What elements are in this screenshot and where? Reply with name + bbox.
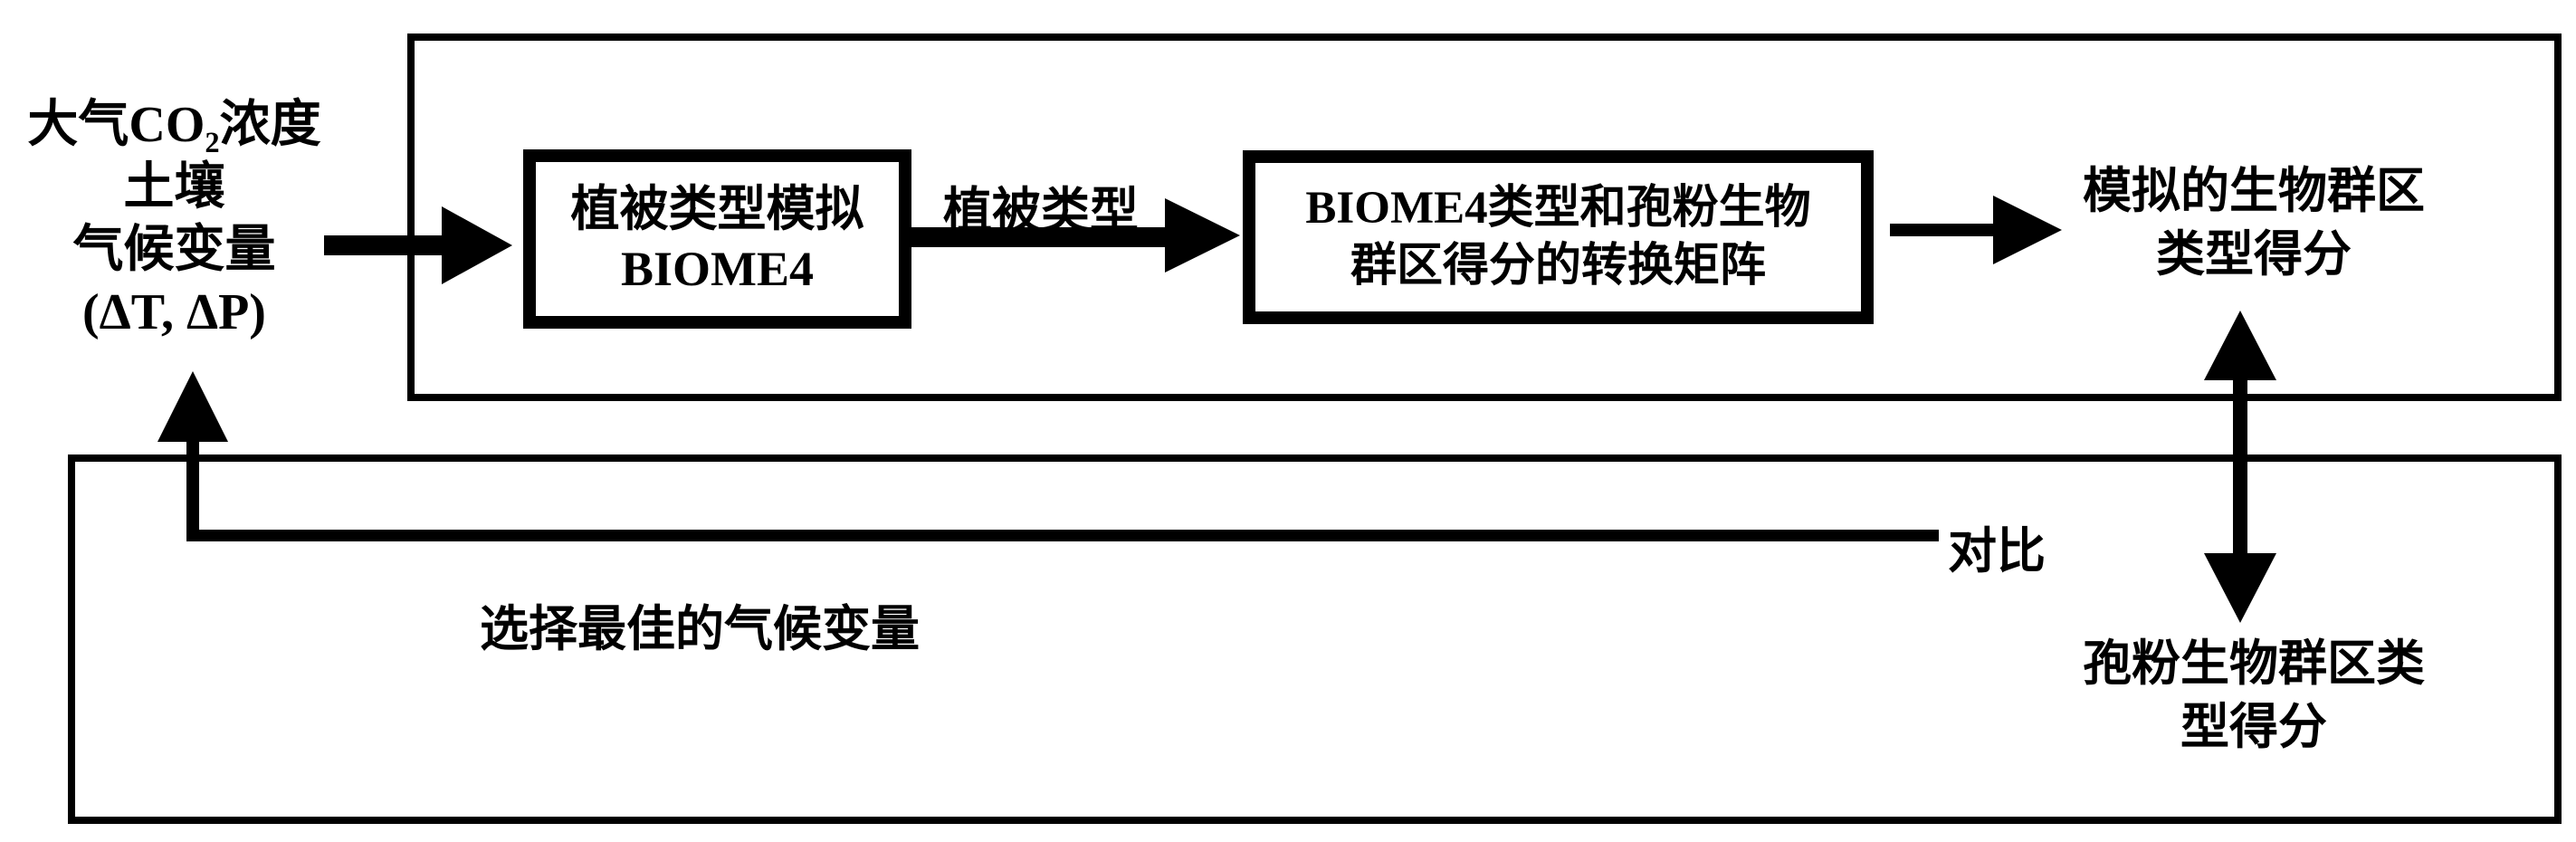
compare-arrow-up-head: [2204, 311, 2276, 380]
simulated-score-line1: 模拟的生物群区: [2083, 164, 2425, 218]
matrix-box-line1: BIOME4类型和孢粉生物: [1305, 183, 1811, 234]
arrow-matrix-to-score-head: [1993, 196, 2062, 264]
feedback-arrow-up-head: [157, 371, 228, 442]
arrow-biome4-to-matrix-head: [1165, 198, 1240, 273]
biome4-box-line2: BIOME4: [620, 242, 815, 296]
biome4-box-line1: 植被类型模拟: [570, 182, 864, 236]
arrow-biome4-to-matrix-shaft: [910, 227, 1167, 247]
compare-arrow-shaft: [2233, 375, 2247, 558]
conversion-matrix-box: BIOME4类型和孢粉生物 群区得分的转换矩阵: [1243, 150, 1874, 324]
pollen-score-line1: 孢粉生物群区类: [2083, 636, 2425, 691]
input-line-delta: (ΔT, ΔP): [82, 284, 266, 340]
climate-input-text: 大气CO2浓度 土壤 气候变量 (ΔT, ΔP): [9, 94, 339, 344]
arrow-input-to-biome4-shaft: [324, 235, 451, 255]
bottom-loop-box: [68, 454, 2562, 824]
feedback-line: [186, 530, 1939, 541]
input-line-climate: 气候变量: [72, 222, 276, 278]
biome4-model-box: 植被类型模拟 BIOME4: [523, 149, 911, 329]
arrow-matrix-to-score-shaft: [1890, 224, 1997, 236]
compare-arrow-down-head: [2204, 553, 2276, 623]
co2-subscript: 2: [205, 127, 220, 160]
pollen-score-line2: 型得分: [2180, 700, 2327, 754]
top-loop-box: [407, 33, 2562, 401]
input-line-soil: 土壤: [123, 159, 225, 215]
matrix-box-line2: 群区得分的转换矩阵: [1350, 241, 1766, 292]
input-line-co2: 大气CO2浓度: [27, 97, 321, 160]
simulated-biome-score-text: 模拟的生物群区 类型得分: [2073, 159, 2435, 286]
compare-label: 对比: [1948, 524, 2046, 579]
arrow-input-to-biome4-head: [442, 206, 512, 284]
simulated-score-line2: 类型得分: [2156, 227, 2352, 282]
feedback-arrow-shaft: [186, 438, 199, 541]
pollen-biome-score-text: 孢粉生物群区类 型得分: [2064, 632, 2444, 759]
select-best-climate-label: 选择最佳的气候变量: [480, 602, 920, 656]
